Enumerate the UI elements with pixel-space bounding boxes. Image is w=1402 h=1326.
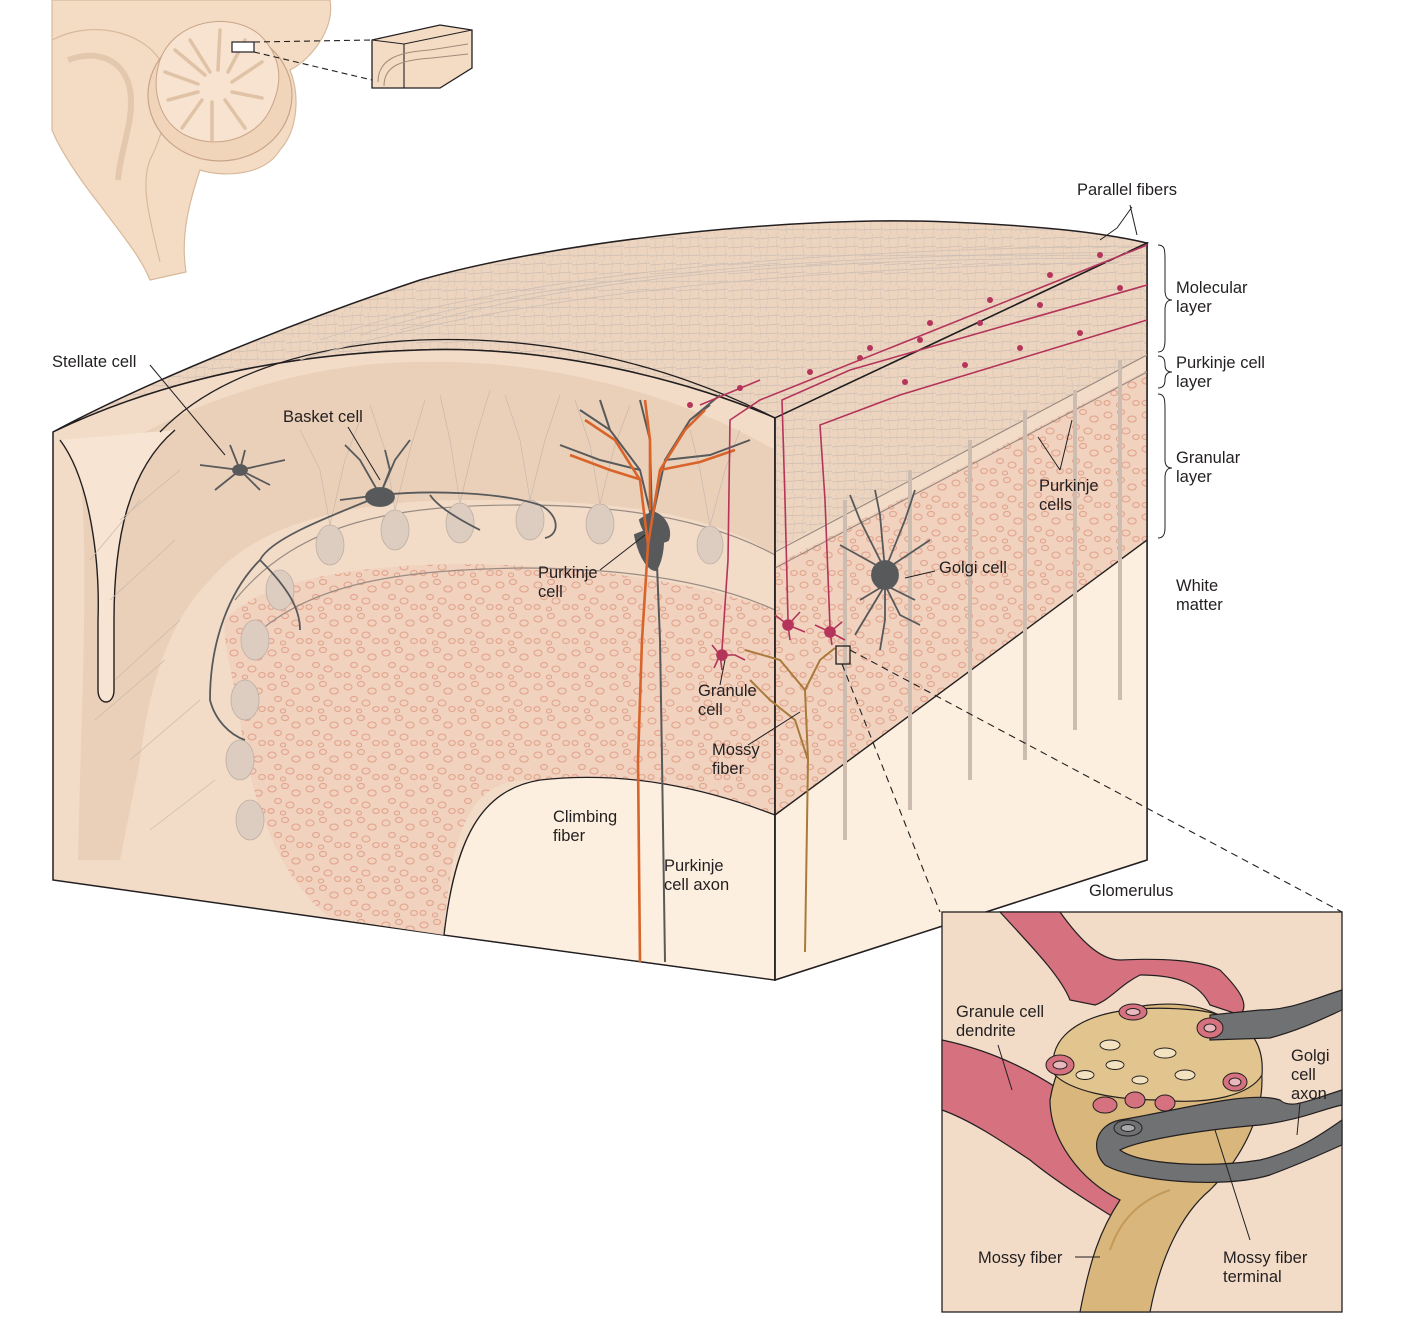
label-molecular-layer: Molecular layer [1176,279,1248,317]
label-mossy-fiber-line2: fiber [712,760,745,778]
cortex-block [52,220,1150,982]
label-mossy-fiber: Mossy fiber [712,741,760,779]
label-granule-cell: Granule cell [698,682,757,720]
label-white-matter: White matter [1176,577,1223,615]
label-granular-layer-line1: Granular [1176,449,1241,467]
label-granule-cell-line1: Granule [698,682,757,700]
label-purkinje-cell: Purkinje cell [538,564,598,602]
label-granule-cell-dendrite: Granule cell dendrite [956,1003,1044,1041]
label-golgi-cell-axon: Golgi cell axon [1291,1047,1330,1104]
mossy-fiber [744,647,836,953]
label-molecular-layer-line2: layer [1176,298,1212,316]
basket-cell [209,439,557,741]
climbing-fiber [569,399,736,963]
inset-block [371,24,473,89]
purkinje-ghost-columns [843,360,1122,840]
granule-cells [699,244,1148,671]
label-purkinje-cells-line2: cells [1039,496,1073,514]
cells [199,244,1148,963]
label-granule-cell-line2: cell [698,701,723,719]
glomerulus-marker [835,645,851,665]
label-mossy-fiber-terminal: Mossy fiber terminal [1223,1249,1307,1287]
label-parallel-fibers: Parallel fibers [1077,181,1177,199]
label-climbing-fiber-line1: Climbing [553,808,618,826]
label-stellate-cell: Stellate cell [52,353,137,371]
label-purkinje-cell-line1: Purkinje [538,564,598,582]
inset-selection-box [231,41,255,53]
synapse-profiles [1045,1003,1248,1137]
label-mossy-fiber-terminal-line1: Mossy fiber [1223,1249,1308,1267]
label-golgi-cell-axon-line3: axon [1291,1085,1327,1103]
label-molecular-layer-line1: Molecular [1176,279,1248,297]
label-granular-layer: Granular layer [1176,449,1240,487]
glomerulus-inset [941,911,1343,1313]
golgi-cell [839,489,931,651]
label-purkinje-cell-axon-line2: cell axon [664,876,730,894]
label-glomerulus-mossy-fiber: Mossy fiber [978,1249,1063,1267]
label-white-matter-line2: matter [1176,596,1223,614]
stellate-cell [199,444,286,491]
label-purkinje-cell-layer: Purkinje cell layer [1176,354,1265,392]
glomerulus-connector [841,649,1343,913]
brain-inset [51,0,473,281]
purkinje-ghost-cells [225,499,724,841]
label-basket-cell: Basket cell [283,408,363,426]
label-granule-cell-dendrite-line1: Granule cell [956,1003,1045,1021]
leader-lines [149,204,1173,746]
dendrite-texture [89,389,741,831]
label-white-matter-line1: White [1176,577,1219,595]
label-purkinje-cells-line1: Purkinje [1039,477,1099,495]
label-purkinje-cells: Purkinje cells [1039,477,1099,515]
label-golgi-cell-axon-line2: cell [1291,1066,1316,1084]
label-purkinje-cell-layer-line2: layer [1176,373,1212,391]
label-golgi-cell: Golgi cell [939,559,1007,577]
label-climbing-fiber-line2: fiber [553,827,586,845]
label-purkinje-cell-axon: Purkinje cell axon [664,857,729,895]
label-mossy-fiber-terminal-line2: terminal [1223,1268,1282,1286]
mitochondria [1075,1039,1196,1085]
label-golgi-cell-axon-line1: Golgi [1291,1047,1330,1065]
parallel-fiber-texture [299,245,1146,361]
label-climbing-fiber: Climbing fiber [553,808,617,846]
cerebellum-inset [147,20,293,162]
label-granular-layer-line2: layer [1176,468,1212,486]
label-purkinje-cell-line2: cell [538,583,563,601]
glomerulus-title: Glomerulus [1089,882,1174,900]
label-mossy-fiber-line1: Mossy [712,741,760,759]
label-purkinje-cell-axon-line1: Purkinje [664,857,724,875]
parallel-fiber-boutons [687,252,1123,408]
label-granule-cell-dendrite-line2: dendrite [956,1022,1016,1040]
label-purkinje-cell-layer-line1: Purkinje cell [1176,354,1265,372]
